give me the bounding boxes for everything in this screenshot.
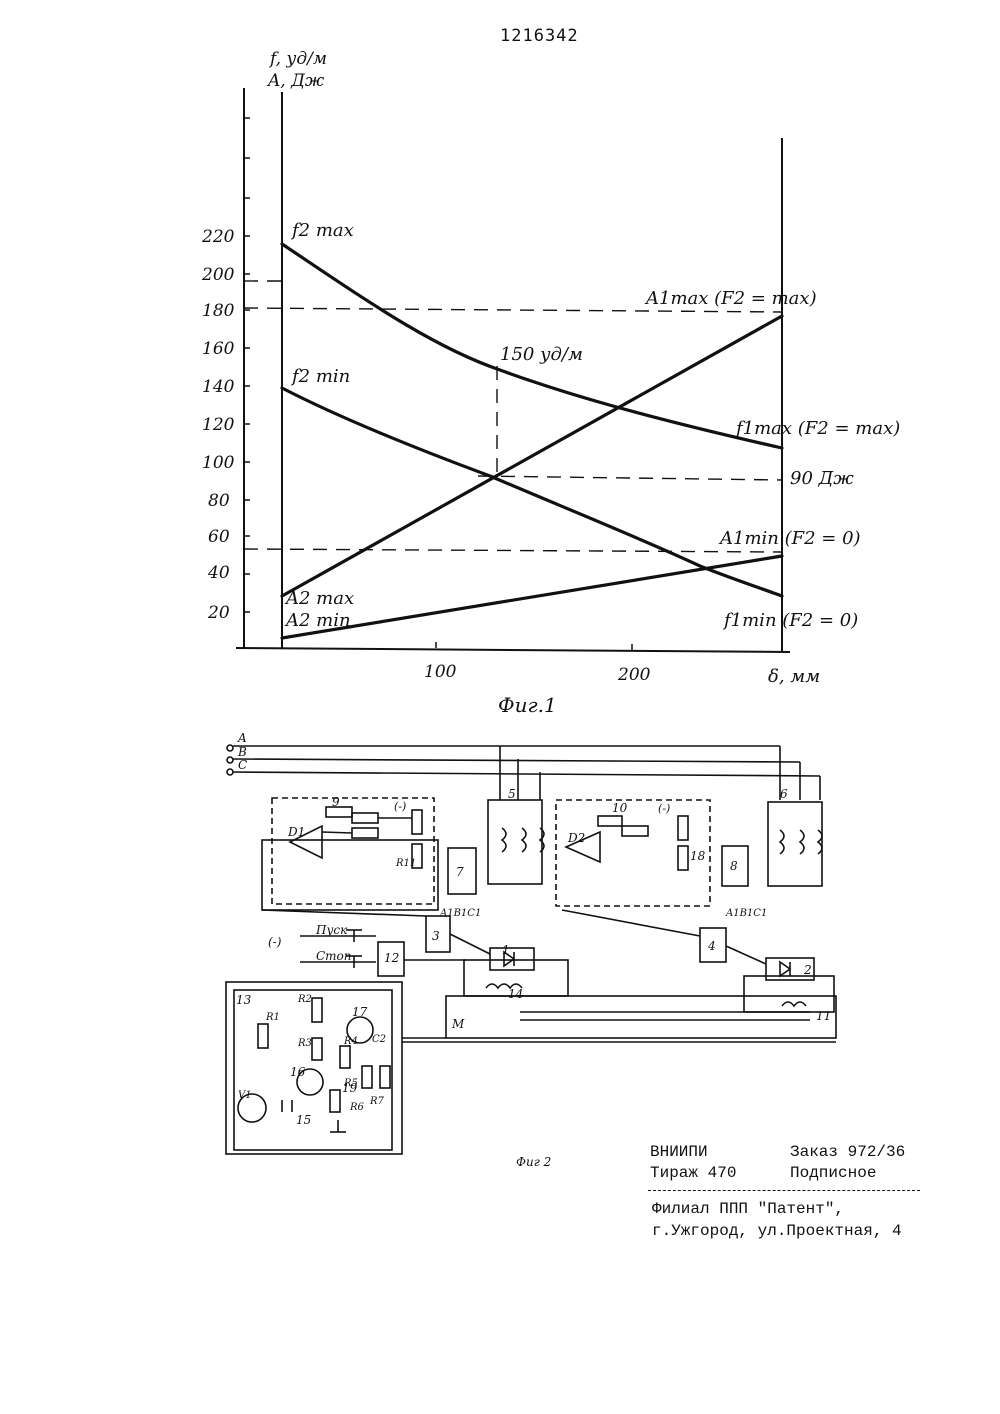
y-tick-140: 140 [202,377,235,397]
label-f2max: f2 max [290,220,354,241]
y-tick-80: 80 [208,491,230,511]
timing-circuit-13 [226,982,402,1154]
footer-org: ВНИИПИ [650,1143,708,1161]
phase-line-b [233,759,800,762]
component-d1: D1 [287,825,305,839]
y-tick-160: 160 [202,339,235,359]
block-label-7: 7 [456,865,464,879]
block-label-9: 9 [332,795,340,809]
block-label-13: 13 [236,993,252,1007]
figure-1-graph: 220 200 180 160 140 120 100 80 60 40 20 … [0,0,1000,720]
y-axis-label-line2: A, Дж [266,71,325,91]
block-label-8: 8 [730,859,738,873]
block-label-15: 15 [296,1113,311,1127]
footer-address: г.Ужгород, ул.Проектная, 4 [652,1222,902,1240]
power-negative-label-2: (-) [394,800,406,813]
label-90-energy: 90 Дж [790,468,854,489]
motor-frame-m [446,996,836,1038]
phase-label-c: C [238,758,247,772]
phase-label-b: B [237,745,247,759]
y-tick-180: 180 [202,301,235,321]
y-tick-60: 60 [208,527,230,547]
label-f2min: f2 min [290,366,350,387]
footer-divider [648,1190,920,1191]
winding-11 [782,1002,806,1006]
label-f1max: f1max (F2 = max) [734,418,900,439]
dashed-line-55 [244,549,782,552]
label-f1min: f1min (F2 = 0) [722,610,858,631]
block-label-3: 3 [432,929,440,943]
x-tick-100: 100 [424,662,457,682]
power-negative-label-3: (-) [658,802,670,815]
curve-f2min-f1min [282,388,782,596]
footer-order: Заказ 972/36 [790,1143,905,1161]
figure-2-circuit: A B C Пуск Стоп (-) (-) (-) 1 2 3 4 5 6 … [0,720,1000,1170]
y-tick-120: 120 [202,415,235,435]
tap-label-1: A1B1C1 [439,908,481,919]
block-label-12: 12 [384,951,399,965]
tap-label-2: A1B1C1 [725,908,767,919]
x-tick-200: 200 [617,665,651,685]
component-r4: R4 [343,1036,358,1047]
figure-2-caption: Фиг 2 [516,1155,551,1169]
motor-label-m: M [451,1017,465,1031]
power-negative-label: (-) [268,935,282,949]
block-label-6: 6 [780,787,788,801]
block-label-2: 2 [803,963,812,977]
footer-branch: Филиал ППП "Патент", [652,1200,844,1218]
footer-subscription: Подписное [790,1164,876,1182]
block-label-5: 5 [508,787,516,801]
component-v1: V1 [238,1090,252,1101]
figure-1-caption: Фиг.1 [498,693,557,717]
regulator-block-1 [272,798,434,904]
y-axis-label-line1: f, уд/м [268,49,327,69]
component-c2: C2 [372,1034,386,1045]
label-a2min: A2 min [284,610,351,631]
y-tick-100: 100 [202,453,235,473]
component-r3: R3 [297,1038,312,1049]
thyristor-block-1 [490,948,534,970]
y-tick-200: 200 [201,265,235,285]
block-label-10: 10 [612,801,628,815]
label-a1min: A1min (F2 = 0) [718,528,861,549]
button-stop-label: Стоп [316,949,352,963]
component-r5: R5 [343,1078,358,1089]
component-r1: R1 [265,1012,280,1023]
block-label-4: 4 [707,939,716,953]
y-tick-20: 20 [207,603,230,623]
component-d2: D2 [567,831,585,845]
component-r6: R6 [349,1102,365,1113]
dashed-line-90 [478,476,782,480]
block-label-11: 11 [816,1009,831,1023]
y-tick-220: 220 [201,227,235,247]
transformer-6 [768,802,822,886]
label-a1max: A1max (F2 = max) [644,288,817,309]
footer-circulation: Тираж 470 [650,1164,736,1182]
component-r2: R2 [297,994,312,1005]
x-axis [236,648,790,652]
component-r11: R11 [395,858,416,869]
y-tick-40: 40 [207,563,230,583]
x-axis-label: δ, мм [768,666,820,687]
phase-label-a: A [237,731,247,745]
block-label-14: 14 [508,987,523,1001]
line-a2min-a1min [282,556,782,638]
label-a2max: A2 max [284,588,354,609]
block-label-16: 16 [290,1065,306,1079]
transformer-5 [488,800,542,884]
block-label-1: 1 [502,943,510,957]
button-start-label: Пуск [315,923,348,937]
component-r7: R7 [369,1096,385,1107]
block-label-17: 17 [352,1005,368,1019]
block-label-18: 18 [690,849,706,863]
phase-line-c [233,772,820,776]
label-150-rate: 150 уд/м [500,344,583,365]
